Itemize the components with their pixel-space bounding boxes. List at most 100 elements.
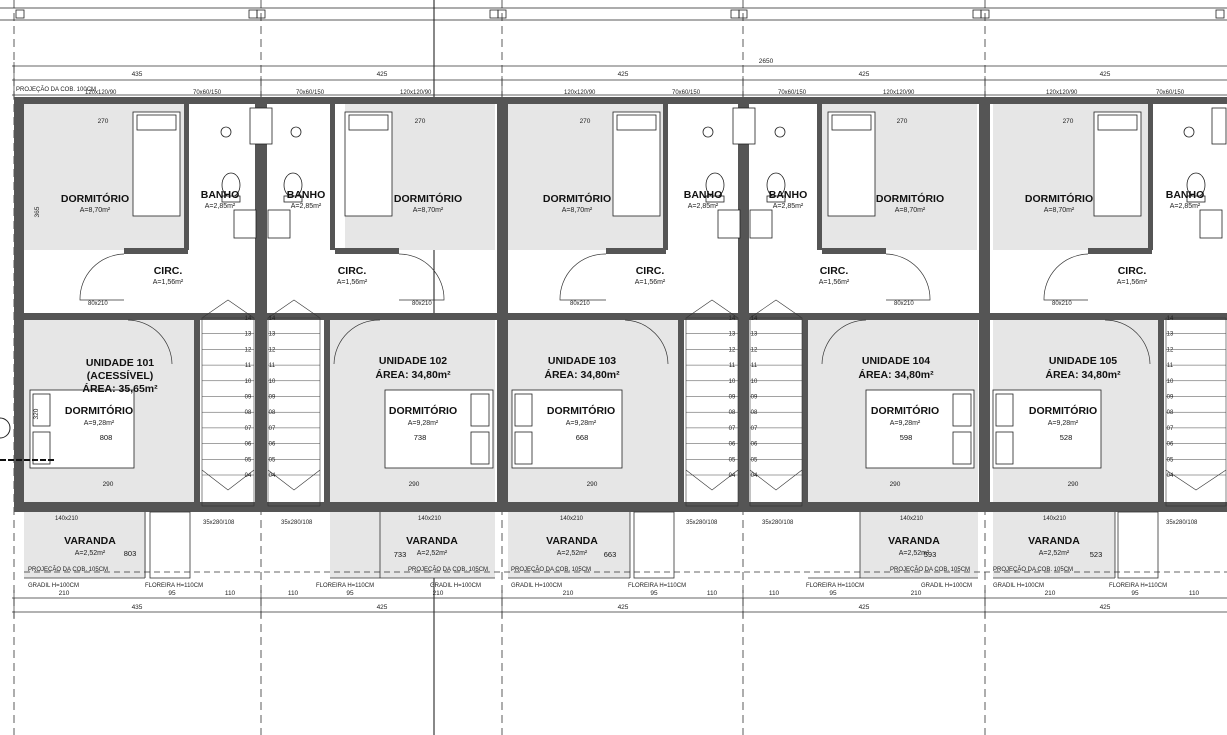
stair-step-number: 05 bbox=[751, 457, 758, 463]
varanda-105-label: VARANDA bbox=[1028, 535, 1080, 547]
balcony-door-103: 140x210 bbox=[560, 516, 584, 522]
varanda-103-level: 663 bbox=[604, 550, 617, 559]
stair-step-number: 10 bbox=[245, 379, 252, 385]
stair-step-number: 06 bbox=[245, 442, 252, 448]
door-tag-101: 80x210 bbox=[88, 301, 108, 307]
dim-210-e: 210 bbox=[1045, 590, 1056, 597]
dim-95-d: 95 bbox=[829, 590, 837, 597]
dim-95-c: 95 bbox=[650, 590, 658, 597]
stair-step-number: 10 bbox=[1167, 379, 1174, 385]
circ-104-area: A=1,56m² bbox=[819, 279, 850, 286]
stair-step-number: 07 bbox=[751, 426, 758, 432]
dorm-upper-105-label: DORMITÓRIO bbox=[1025, 192, 1093, 205]
stair-step-number: 06 bbox=[1167, 442, 1174, 448]
dorm-lower-105-level: 528 bbox=[1060, 433, 1073, 442]
window-tag-vent-4: 70x60/150 bbox=[778, 90, 807, 96]
dorm-lower-102-area: A=9,28m² bbox=[408, 420, 439, 427]
dim-270-d: 270 bbox=[897, 118, 908, 125]
stair-step-number: 04 bbox=[729, 473, 736, 479]
dim-290-b: 290 bbox=[409, 481, 420, 488]
stair-step-number: 14 bbox=[751, 316, 758, 322]
dorm-lower-101-level: 808 bbox=[100, 433, 113, 442]
dim-270-e: 270 bbox=[1063, 118, 1074, 125]
banho-102-area: A=2,85m² bbox=[291, 203, 322, 210]
dim-95-e: 95 bbox=[1131, 590, 1139, 597]
planter-105: FLOREIRA H=110CM bbox=[1109, 583, 1167, 589]
window-tag-vent-2: 70x60/150 bbox=[296, 90, 325, 96]
varanda-105-level: 523 bbox=[1090, 550, 1103, 559]
stair-step-number: 08 bbox=[729, 410, 736, 416]
stair-step-number: 09 bbox=[245, 395, 252, 401]
stair-step-number: 07 bbox=[729, 426, 736, 432]
banho-105-area: A=2,85m² bbox=[1170, 203, 1201, 210]
varanda-101-label: VARANDA bbox=[64, 535, 116, 547]
stair-step-number: 07 bbox=[1167, 426, 1174, 432]
dorm-upper-104-area: A=8,70m² bbox=[895, 207, 926, 214]
unit-105-area: ÁREA: 34,80m² bbox=[1045, 368, 1121, 381]
varanda-101-area: A=2,52m² bbox=[75, 550, 106, 557]
railing-101: GRADIL H=100CM bbox=[28, 583, 79, 589]
stair-step-number: 14 bbox=[269, 316, 276, 322]
circ-104-label: CIRC. bbox=[820, 265, 849, 277]
circ-102-label: CIRC. bbox=[338, 265, 367, 277]
roof-projection-bottom-104: PROJEÇÃO DA COB. 105CM bbox=[890, 566, 970, 573]
stair-step-number: 12 bbox=[269, 347, 276, 353]
varanda-105-area: A=2,52m² bbox=[1039, 550, 1070, 557]
floor-fills bbox=[24, 104, 1158, 578]
roof-projection-bottom-105: PROJEÇÃO DA COB. 105CM bbox=[993, 566, 1073, 573]
balcony-door-102: 140x210 bbox=[418, 516, 442, 522]
dorm-lower-105-label: DORMITÓRIO bbox=[1029, 404, 1097, 417]
stair-step-number: 14 bbox=[729, 316, 736, 322]
dorm-lower-104-area: A=9,28m² bbox=[890, 420, 921, 427]
balcony-railings bbox=[24, 511, 1227, 579]
dorm-upper-102-area: A=8,70m² bbox=[413, 207, 444, 214]
dim-110-a: 110 bbox=[225, 590, 236, 597]
bathroom-fixtures bbox=[220, 107, 1227, 239]
stair-step-number: 08 bbox=[1167, 410, 1174, 416]
stair-step-number: 10 bbox=[751, 379, 758, 385]
top-dim-2: 425 bbox=[377, 71, 388, 78]
stair-step-number: 12 bbox=[1167, 347, 1174, 353]
circ-105-label: CIRC. bbox=[1118, 265, 1147, 277]
stair-step-number: 09 bbox=[1167, 395, 1174, 401]
railing-102: GRADIL H=100CM bbox=[430, 583, 481, 589]
varanda-102-label: VARANDA bbox=[406, 535, 458, 547]
stair-step-number: 14 bbox=[245, 316, 252, 322]
stair-step-number: 04 bbox=[1167, 473, 1174, 479]
stair-tag-5: 35x280/108 bbox=[1166, 520, 1198, 526]
dim-110-b: 110 bbox=[288, 590, 299, 597]
varanda-104-label: VARANDA bbox=[888, 535, 940, 547]
varanda-102-area: A=2,52m² bbox=[417, 550, 448, 557]
top-dim-1: 435 bbox=[132, 71, 143, 78]
dorm-lower-101-area: A=9,28m² bbox=[84, 420, 115, 427]
stair-tag-4: 35x280/108 bbox=[762, 520, 794, 526]
roof-projection-bottom-103: PROJEÇÃO DA COB. 105CM bbox=[511, 566, 591, 573]
dorm-lower-101-label: DORMITÓRIO bbox=[65, 404, 133, 417]
dorm-upper-102-label: DORMITÓRIO bbox=[394, 192, 462, 205]
dorm-upper-101-label: DORMITÓRIO bbox=[61, 192, 129, 205]
stair-step-number: 07 bbox=[245, 426, 252, 432]
dorm-lower-103-level: 668 bbox=[576, 433, 589, 442]
circ-103-label: CIRC. bbox=[636, 265, 665, 277]
banho-104-area: A=2,85m² bbox=[773, 203, 804, 210]
banho-103-label: BANHO bbox=[684, 189, 723, 201]
stair-step-number: 07 bbox=[269, 426, 276, 432]
walls bbox=[14, 97, 1227, 512]
unit-104-area: ÁREA: 34,80m² bbox=[858, 368, 934, 381]
stair-step-number: 05 bbox=[729, 457, 736, 463]
stair-step-number: 04 bbox=[751, 473, 758, 479]
dim-290-a: 290 bbox=[103, 481, 114, 488]
door-tag-102: 80x210 bbox=[412, 301, 432, 307]
dim-320: 320 bbox=[33, 408, 40, 419]
bottom-dim-2: 425 bbox=[377, 604, 388, 611]
dim-365: 365 bbox=[34, 206, 41, 217]
dim-210-c: 210 bbox=[563, 590, 574, 597]
stair-step-number: 09 bbox=[269, 395, 276, 401]
dim-95-b: 95 bbox=[346, 590, 354, 597]
dim-110-c: 110 bbox=[707, 590, 718, 597]
circ-101-area: A=1,56m² bbox=[153, 279, 184, 286]
banho-105-label: BANHO bbox=[1166, 189, 1205, 201]
stair-step-numbers: 1413121110090807060504141312111009080706… bbox=[245, 316, 1174, 479]
dim-290-d: 290 bbox=[890, 481, 901, 488]
